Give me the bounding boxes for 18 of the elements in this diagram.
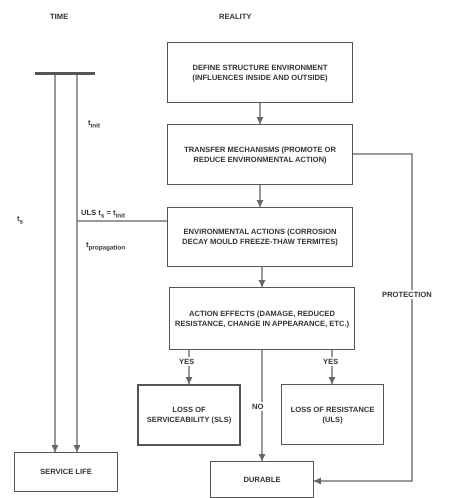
- arrow: [186, 350, 192, 384]
- process-box: [167, 124, 353, 185]
- process-box: [167, 42, 353, 103]
- top-bar: [35, 72, 95, 75]
- outcome-box: [137, 384, 241, 446]
- arrow: [256, 103, 264, 124]
- arrow: [256, 185, 264, 207]
- arrow: [258, 350, 266, 461]
- process-box: [169, 287, 355, 350]
- connector-line: [77, 220, 167, 222]
- process-box: [167, 207, 353, 267]
- arrow: [258, 267, 266, 287]
- process-box: [281, 384, 384, 445]
- arrow: [52, 75, 58, 452]
- process-box: [14, 452, 118, 492]
- arrow: [74, 75, 80, 452]
- arrow: [314, 153, 413, 484]
- process-box: [210, 461, 314, 498]
